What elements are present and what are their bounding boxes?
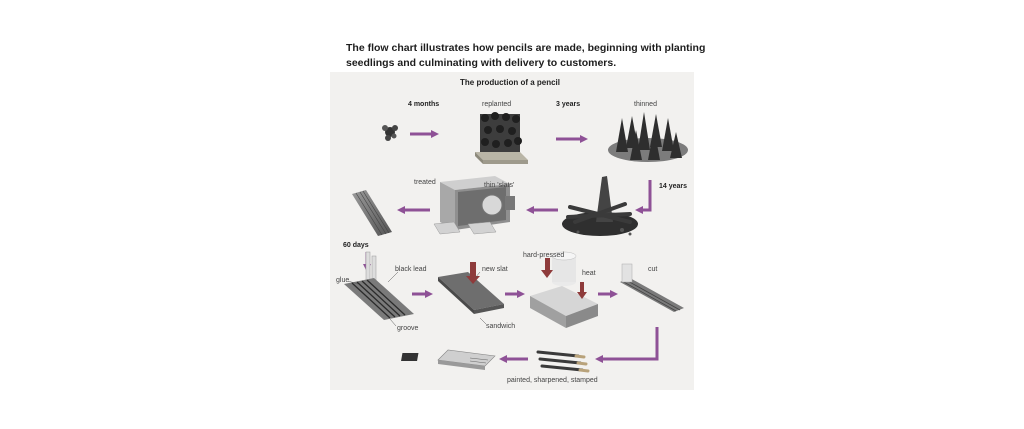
intro-text: The flow chart illustrates how pencils a… xyxy=(346,42,706,69)
label-sandwich: sandwich xyxy=(486,323,516,330)
label-black-lead: black lead xyxy=(395,266,427,273)
label-hard-pressed: hard-pressed xyxy=(523,252,565,259)
flow-arrows xyxy=(363,130,659,363)
label-groove: groove xyxy=(397,325,419,332)
seedling-icon xyxy=(382,125,398,141)
label-cut: cut xyxy=(648,266,658,273)
label-thin-slats: thin 'slats' xyxy=(484,182,515,189)
forest-icon xyxy=(608,112,688,162)
slat-icon xyxy=(352,190,392,236)
label-heat: heat xyxy=(582,270,596,277)
flow-diagram xyxy=(344,112,688,373)
label-treated: treated xyxy=(414,179,436,186)
label-glue: glue xyxy=(336,277,350,284)
felled-trees-icon xyxy=(562,176,638,236)
arrow-cut-to-pencils xyxy=(595,327,659,363)
diagram-title: The production of a pencil xyxy=(460,78,560,87)
label-4-months: 4 months xyxy=(408,101,440,108)
label-painted-sharpened-stamped: painted, sharpened, stamped xyxy=(507,377,598,384)
label-new-slat: new slat xyxy=(482,266,508,273)
grooved-slat-icon xyxy=(344,251,414,320)
label-thinned: thinned xyxy=(634,101,657,108)
pencil-box-icon xyxy=(401,349,496,370)
arrow-thinned-to-felled xyxy=(635,180,652,214)
cut-pencils-icon xyxy=(620,263,684,312)
press-icon xyxy=(530,251,598,328)
label-replanted: replanted xyxy=(482,101,512,108)
label-14-years: 14 years xyxy=(659,183,688,190)
label-60-days: 60 days xyxy=(343,242,369,249)
treatment-machine-icon xyxy=(433,176,515,235)
label-3-years: 3 years xyxy=(556,101,581,108)
replanted-trees-icon xyxy=(475,112,528,164)
sandwich-icon xyxy=(438,262,504,314)
pencils-icon xyxy=(536,350,590,373)
